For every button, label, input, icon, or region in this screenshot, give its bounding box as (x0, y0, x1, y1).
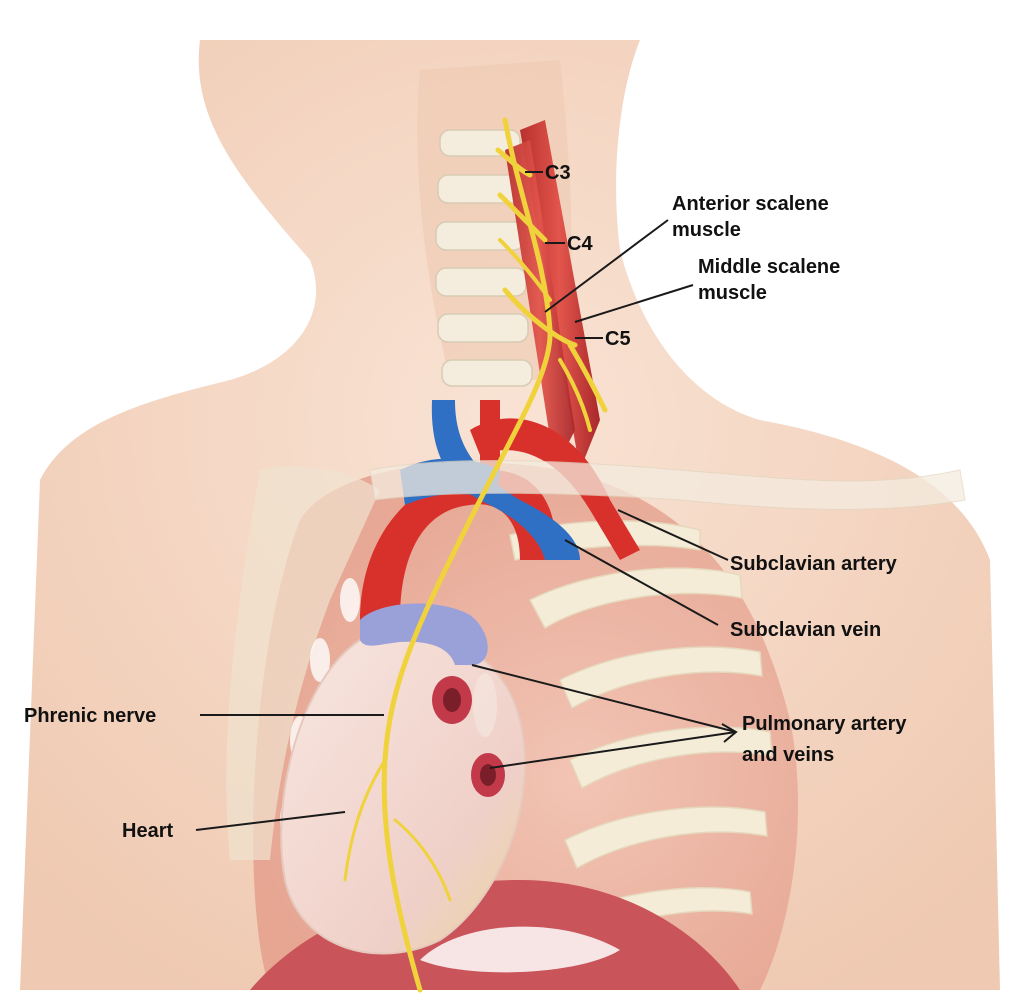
pulmonary-label-line2: and veins (742, 744, 834, 766)
subclavian-vein-label: Subclavian vein (730, 619, 881, 641)
pulmonary-vessels (432, 673, 505, 797)
middle-scalene-leader (574, 284, 694, 323)
heart-label: Heart (122, 820, 173, 842)
anterior-scalene-label-line2: muscle (672, 219, 741, 241)
subclavian-vein (431, 400, 580, 560)
great-artery-branch (480, 400, 500, 470)
heart-leader (195, 811, 346, 831)
c3-label: C3 (545, 162, 571, 184)
subclavian-artery-label: Subclavian artery (730, 553, 898, 575)
phrenic-nerve-label: Phrenic nerve (24, 705, 156, 727)
anterior-scalene-label-line1: Anterior scalene (672, 193, 829, 215)
middle-scalene-label-line2: muscle (698, 282, 767, 304)
ribs (509, 520, 773, 944)
pulmonary-leader-lower (489, 731, 737, 769)
pulmonary-arrowhead (721, 723, 738, 743)
subclavian-artery-leader (617, 509, 729, 561)
anterior-scalene-muscle (505, 140, 575, 470)
sternum-ribcage (226, 466, 380, 860)
pulmonary-trunk (360, 603, 488, 665)
anterior-scalene-leader (544, 219, 669, 313)
diaphragm-highlight (420, 926, 620, 973)
pulmonary-leader-upper (471, 664, 737, 733)
c4-label: C4 (567, 233, 593, 255)
phrenic-nerve (343, 117, 608, 993)
middle-scalene-label-line1: Middle scalene (698, 256, 840, 278)
subclavian-vein-leader (564, 539, 719, 626)
pulmonary-label-line1: Pulmonary artery (742, 713, 907, 735)
clavicle (369, 460, 966, 510)
c5-label: C5 (605, 328, 631, 350)
